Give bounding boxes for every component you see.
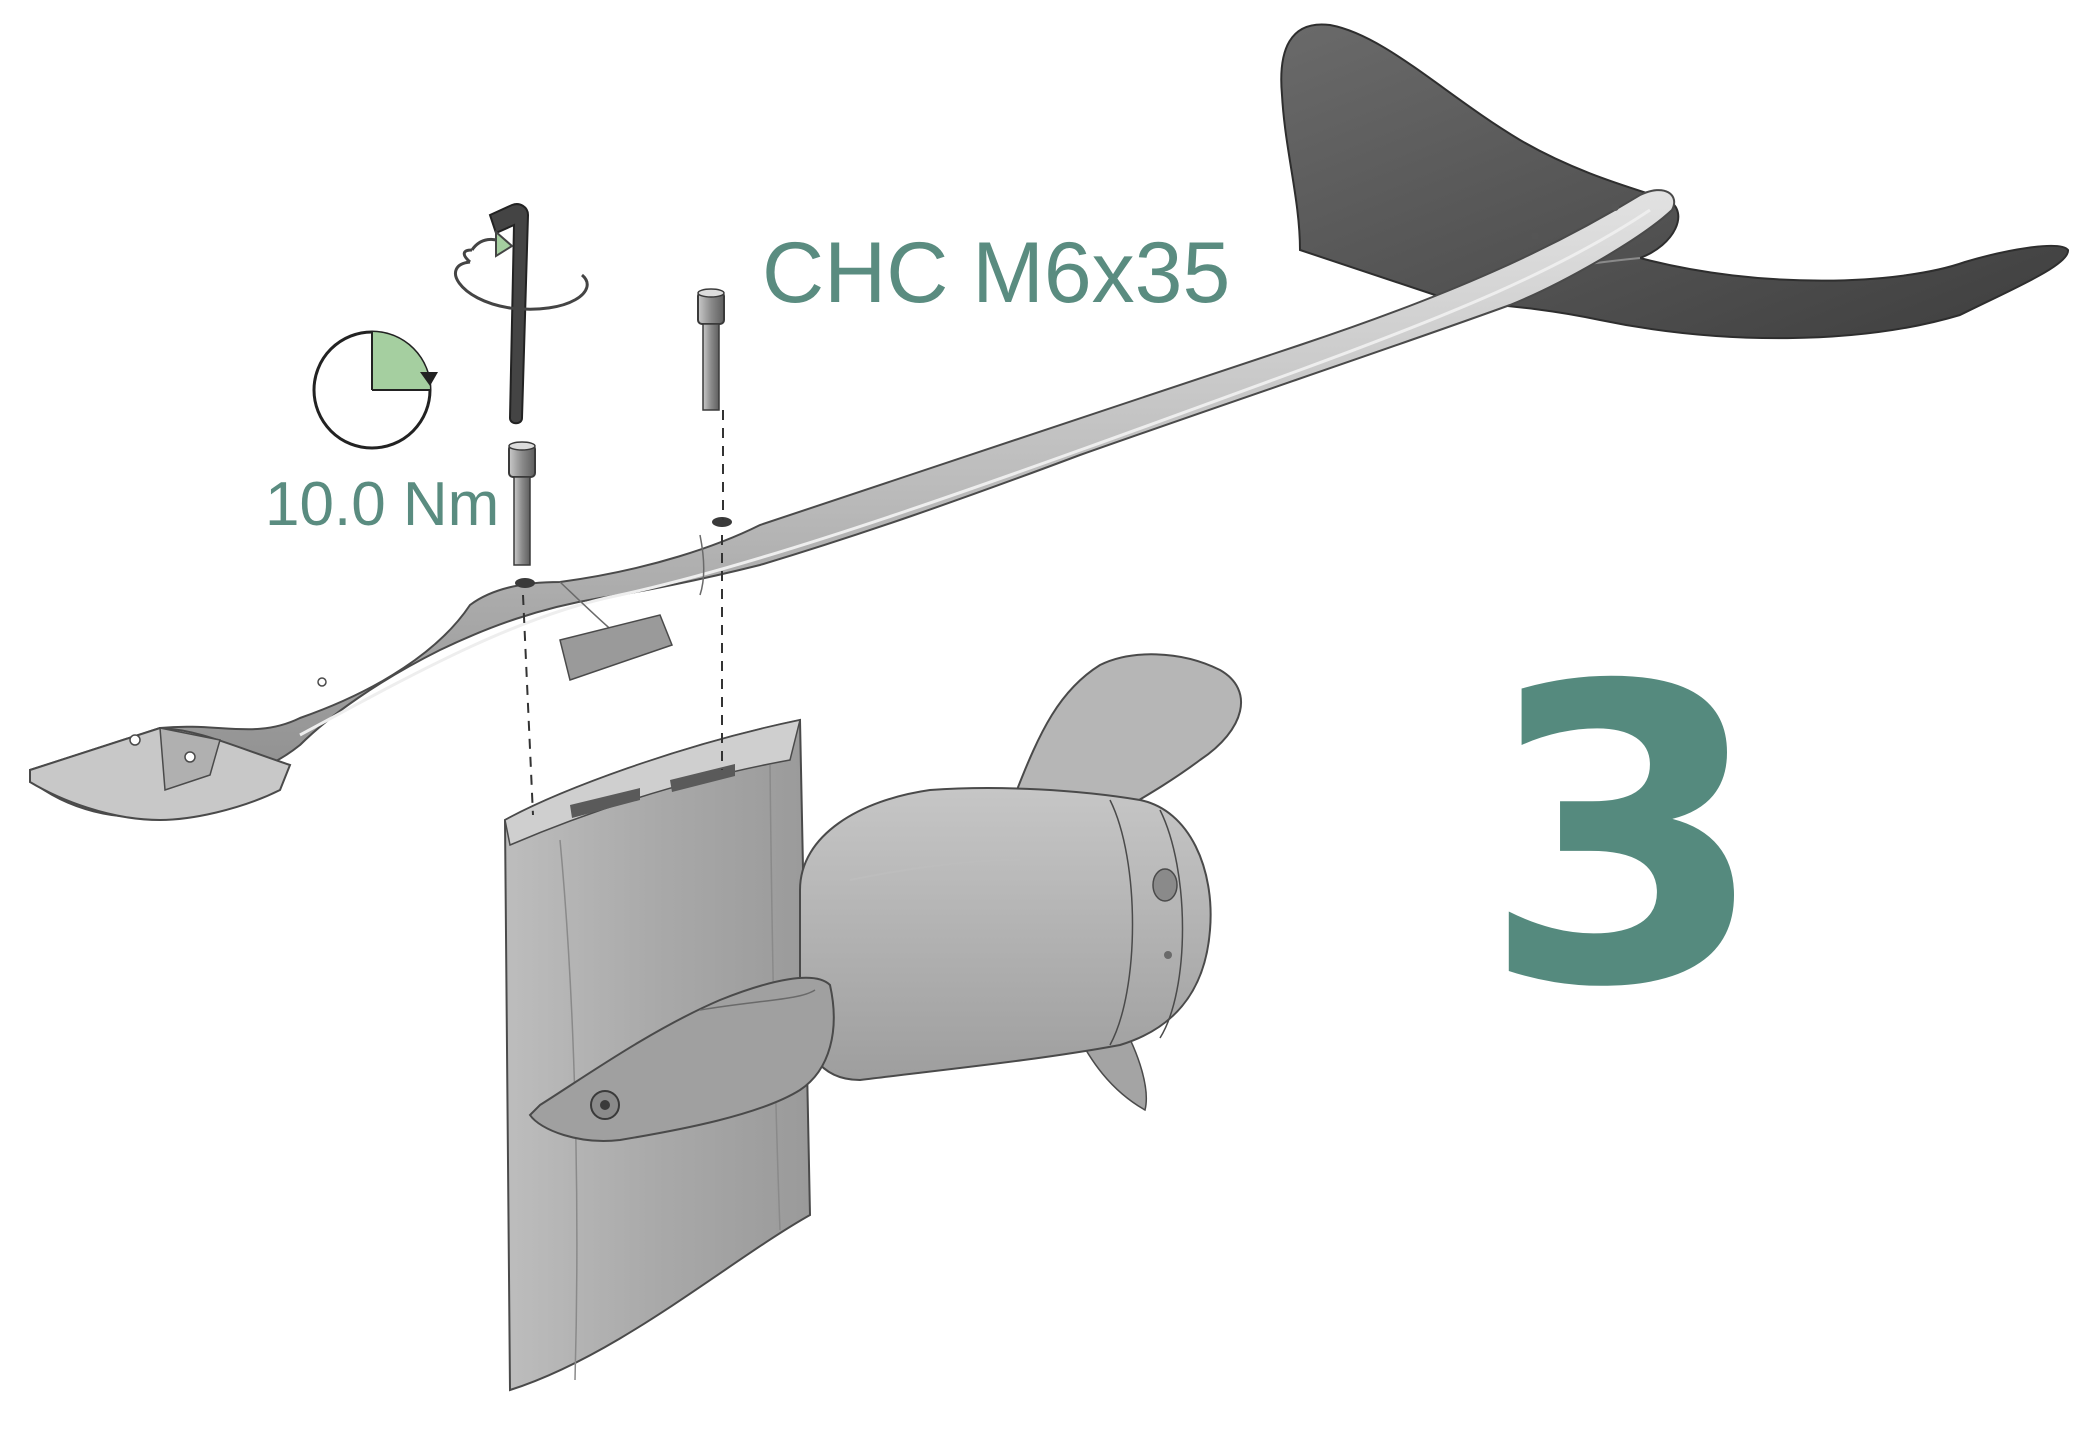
torque-label: 10.0 Nm [265, 470, 499, 539]
alignment-guides [522, 410, 724, 816]
screw-spec-label: CHC M6x35 [762, 225, 1230, 321]
fuselage [29, 189, 1675, 822]
bolt-left [508, 441, 536, 566]
motor-pod [528, 653, 1243, 1142]
bolt-right [697, 288, 725, 411]
torque-clock-icon [312, 330, 438, 450]
step-number: 3 [1481, 599, 1766, 1077]
stabilizer-wing [1280, 23, 2069, 340]
hex-key-icon [488, 203, 530, 425]
rotate-arrow-icon [454, 229, 589, 311]
